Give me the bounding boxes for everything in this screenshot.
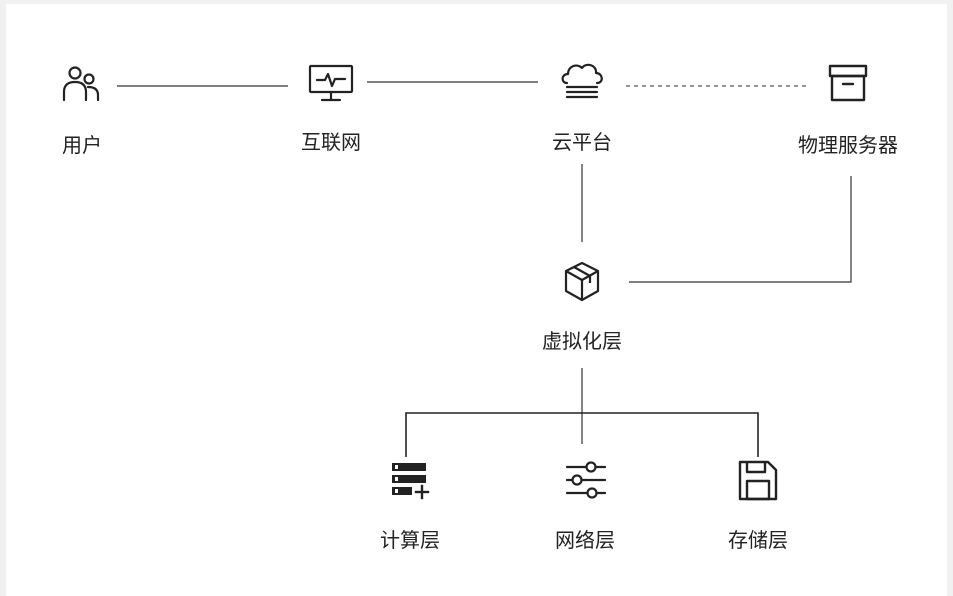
node-cloud: 云平台 [512,59,652,155]
archive-box-icon [828,64,868,102]
node-virtual: 虚拟化层 [512,258,652,354]
node-label: 互联网 [301,132,361,154]
node-user: 用户 [12,62,152,158]
cube-icon [564,261,600,302]
users-icon [62,66,100,102]
node-label: 网络层 [555,530,615,552]
sliders-icon [565,461,607,499]
cloud-server-icon [561,63,603,99]
diagram-panel [6,4,947,596]
node-internet: 互联网 [261,59,401,155]
node-physical: 物理服务器 [778,62,918,158]
node-label: 物理服务器 [798,135,898,157]
node-label: 计算层 [380,530,440,552]
node-compute: 计算层 [340,457,480,553]
node-network: 网络层 [515,457,655,553]
node-label: 用户 [62,135,102,157]
node-label: 虚拟化层 [542,331,622,353]
edge-physical-virtual [629,176,852,283]
node-label: 存储层 [728,530,788,552]
node-label: 云平台 [552,132,612,154]
server-add-icon [392,463,430,500]
edge-virtual-compute-storage [405,412,759,457]
floppy-disk-icon [738,460,778,501]
monitor-pulse-icon [308,64,354,102]
node-storage: 存储层 [688,457,828,553]
